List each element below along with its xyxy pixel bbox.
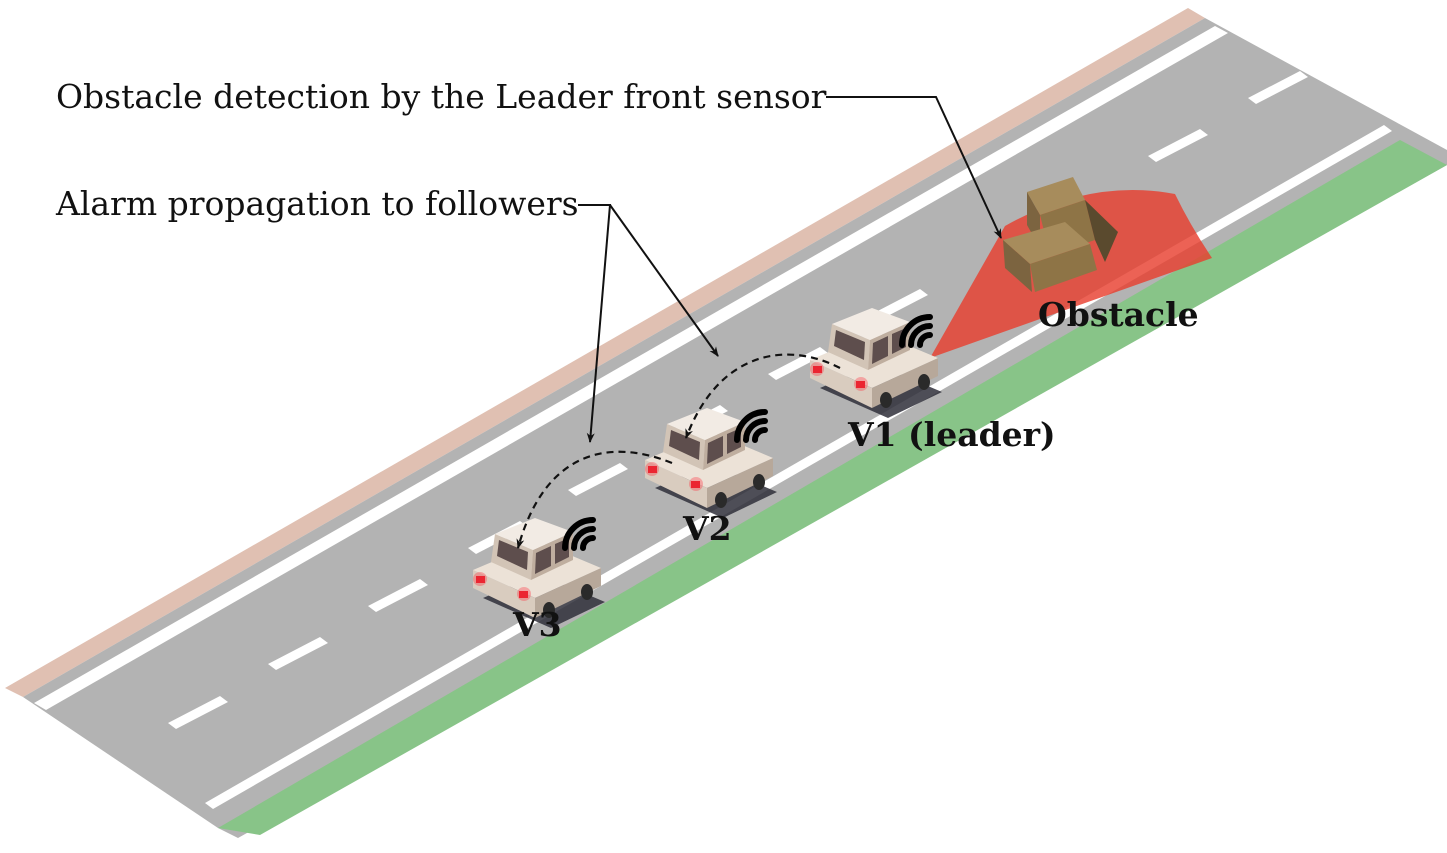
alarm-propagation-leader-b xyxy=(609,204,719,357)
alarm-arrow-v2-to-v3 xyxy=(516,450,673,549)
obstacle-detection-leader xyxy=(826,96,1002,239)
obstacle-label: Obstacle xyxy=(1038,295,1199,334)
alarm-propagation-caption: Alarm propagation to followers xyxy=(55,184,579,223)
box-icon xyxy=(1003,222,1097,292)
v1-label: V1 (leader) xyxy=(847,415,1056,454)
obstacle-detection-caption: Obstacle detection by the Leader front s… xyxy=(56,77,827,116)
road-edge-line-left xyxy=(34,26,1228,710)
v2-label: V2 xyxy=(682,509,732,548)
v3-label: V3 xyxy=(512,605,562,644)
alarm-arrow-v1-to-v2 xyxy=(684,353,841,439)
sidewalk xyxy=(5,8,1205,697)
grass-verge xyxy=(218,140,1447,835)
obstacle-boxes xyxy=(1003,177,1118,292)
road-edge-line-right xyxy=(205,125,1392,809)
